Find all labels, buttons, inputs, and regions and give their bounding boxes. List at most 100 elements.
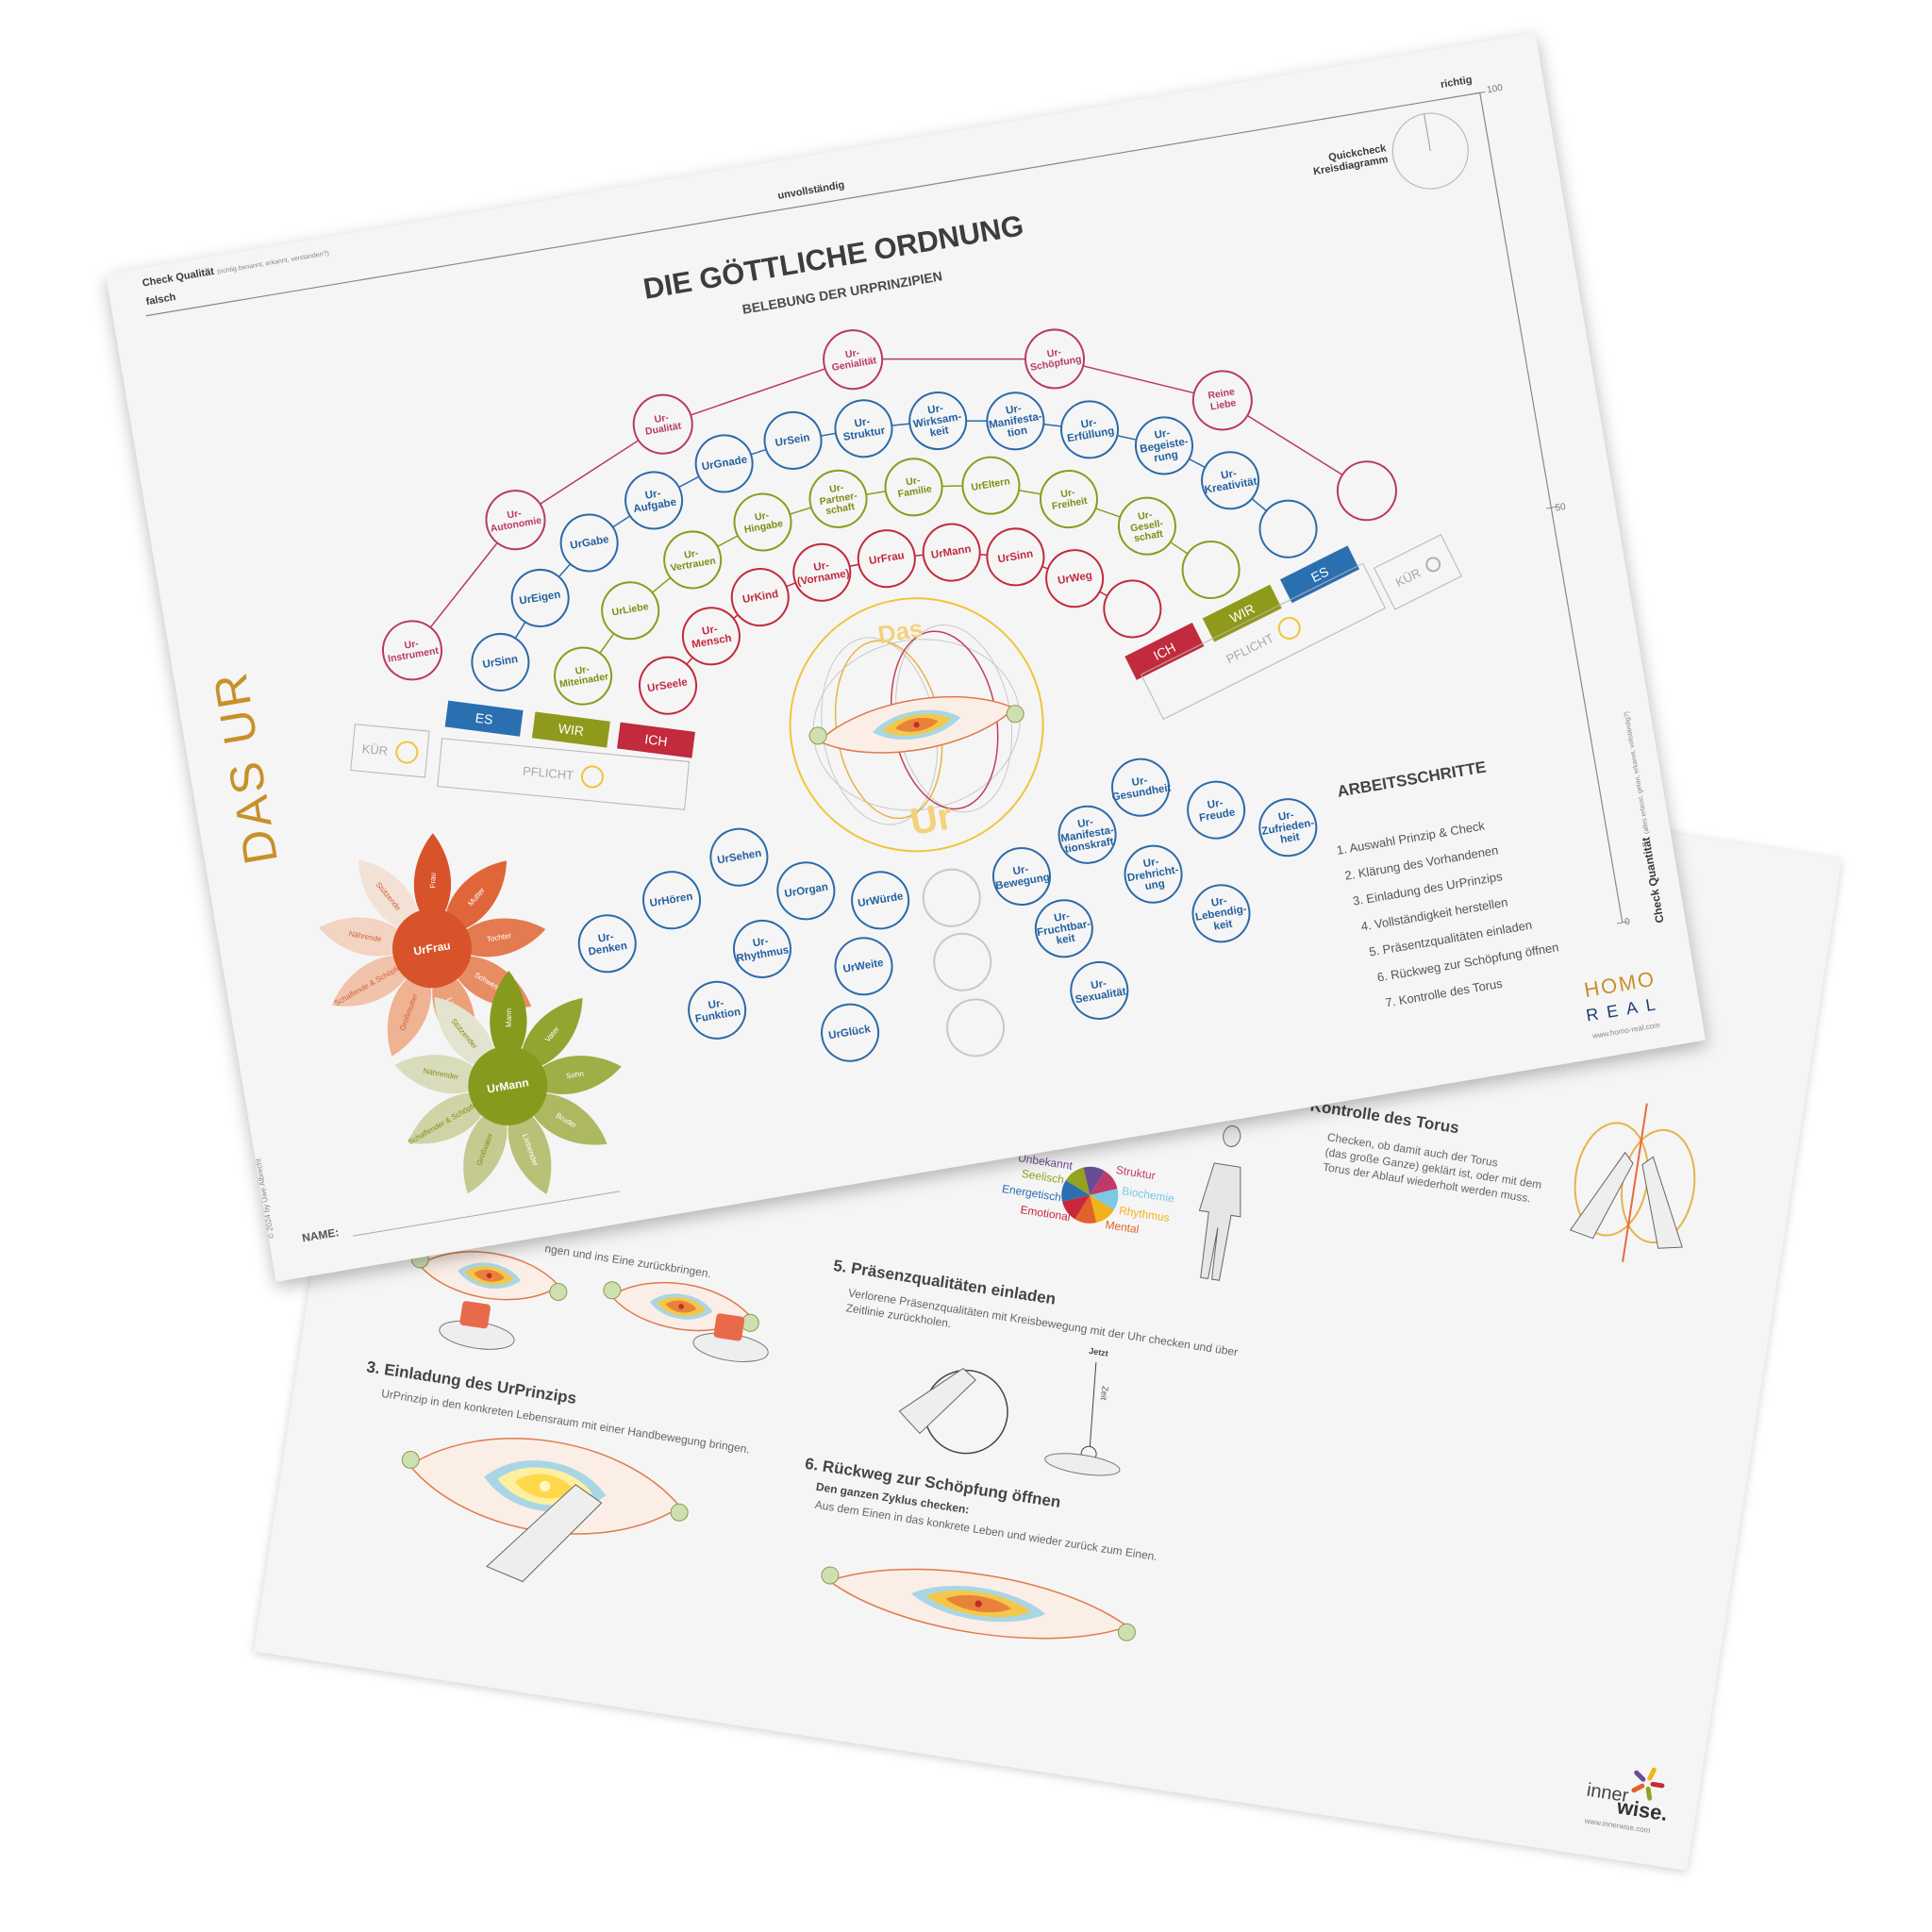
innerwise-star-icon bbox=[1647, 1767, 1657, 1781]
petal-label: Tochter bbox=[487, 931, 513, 943]
scale-0: 0 bbox=[1624, 917, 1631, 928]
petal-shape bbox=[358, 859, 421, 935]
pflicht-ring-icon bbox=[580, 764, 606, 790]
center-label-ur: Ur bbox=[907, 795, 956, 843]
scale-tick bbox=[1616, 921, 1628, 924]
torus-outer-ring bbox=[789, 596, 1044, 852]
quality-pie-slice bbox=[1090, 1188, 1119, 1210]
flower-center bbox=[392, 908, 473, 989]
connector-line-green bbox=[582, 484, 1212, 677]
petal: Mutter bbox=[444, 860, 508, 935]
pflicht-ring-icon bbox=[1274, 612, 1305, 644]
scale-tick bbox=[1545, 506, 1557, 509]
petal: Großmutter bbox=[388, 966, 432, 1057]
quality-pie-slice bbox=[1074, 1194, 1097, 1224]
cards-icon bbox=[459, 1301, 491, 1329]
spiral-icon bbox=[401, 1451, 420, 1470]
flower-urfrau-graphic: FrauMutterTochterSchwesterLiebendeGroßmu… bbox=[319, 833, 546, 1058]
innerwise-star-icon bbox=[1650, 1781, 1665, 1789]
innerwise-star-icon bbox=[1645, 1786, 1653, 1801]
spiral-icon bbox=[549, 1282, 568, 1301]
petal-shape bbox=[388, 966, 432, 1057]
left-kuer-label: KÜR bbox=[361, 741, 390, 758]
petal-shape bbox=[332, 956, 416, 1007]
flower-center bbox=[468, 1046, 548, 1126]
torus-eye-icon bbox=[808, 695, 1024, 754]
human-figure-icon bbox=[1198, 1125, 1241, 1281]
petal-shape bbox=[394, 1055, 490, 1094]
petal-shape bbox=[444, 860, 508, 935]
petal: Stützender bbox=[434, 997, 496, 1072]
left-kuer-box: KÜR bbox=[350, 723, 430, 778]
spiral-icon bbox=[670, 1503, 689, 1522]
back-illustrations bbox=[401, 1103, 1696, 1801]
petal-shape bbox=[463, 1104, 508, 1194]
petal: Bruder bbox=[524, 1093, 608, 1145]
back-sheet: ngen und ins Eine zurückbringen. 3. Einl… bbox=[253, 640, 1842, 1872]
cards-icon bbox=[713, 1313, 745, 1341]
flower-urmann-graphic: MannVaterSohnBruderLiebenderGroßvaterSch… bbox=[394, 971, 622, 1195]
eye-illustration bbox=[410, 1250, 568, 1301]
spiral-icon bbox=[1117, 1623, 1136, 1641]
timeline-line bbox=[1089, 1362, 1097, 1447]
flower-urfrau: FrauMutterTochterSchwesterLiebendeGroßmu… bbox=[291, 808, 574, 1091]
hand-icon bbox=[898, 1367, 977, 1435]
petal: Vater bbox=[520, 998, 583, 1073]
hand-icon bbox=[1044, 1453, 1121, 1476]
petal: Sohn bbox=[526, 1056, 622, 1095]
eye-core bbox=[486, 1273, 492, 1279]
petal-shape bbox=[434, 997, 496, 1072]
kuer-ring-icon bbox=[1423, 554, 1443, 575]
petal: Mann bbox=[490, 971, 527, 1068]
quality-pie-slice bbox=[1083, 1166, 1106, 1195]
spiral-icon bbox=[1006, 704, 1024, 723]
torus-icon bbox=[789, 596, 1044, 852]
innerwise-star-icon bbox=[1631, 1783, 1645, 1793]
petal-label: Sohn bbox=[565, 1070, 584, 1081]
petal: Frau bbox=[414, 833, 452, 930]
eye-illustration bbox=[821, 1566, 1136, 1641]
front-sheet: Check Qualität (richtig benannt, erkannt… bbox=[106, 32, 1707, 1282]
petal-shape bbox=[414, 833, 452, 930]
quality-pie-slice bbox=[1061, 1180, 1091, 1202]
scale-tick bbox=[1474, 91, 1486, 94]
petal-shape bbox=[319, 917, 414, 957]
petal: Nährender bbox=[394, 1055, 490, 1094]
petal-shape bbox=[490, 971, 527, 1068]
petal-label: Frau bbox=[429, 873, 438, 889]
right-kuer-label: KÜR bbox=[1392, 564, 1424, 590]
quickcheck-pie-icon bbox=[1391, 112, 1469, 190]
torus-axis bbox=[1622, 1103, 1648, 1262]
eye-core bbox=[678, 1304, 684, 1309]
spiral-icon bbox=[821, 1566, 840, 1585]
petal: Nährende bbox=[319, 917, 414, 957]
left-pflicht-label: PFLICHT bbox=[522, 762, 575, 782]
innerwise-star-icon bbox=[1634, 1770, 1646, 1782]
petal-shape bbox=[508, 1104, 552, 1195]
eye-core bbox=[974, 1600, 982, 1607]
kuer-ring-icon bbox=[394, 740, 420, 765]
petal-shape bbox=[450, 918, 546, 958]
quality-pie-slice bbox=[1062, 1194, 1091, 1220]
petal: Liebender bbox=[508, 1104, 552, 1195]
quality-pie-slice bbox=[1090, 1171, 1118, 1195]
scale-50: 50 bbox=[1554, 501, 1567, 514]
eye-core bbox=[540, 1480, 551, 1491]
quickcheck-pie-pointer bbox=[1424, 113, 1431, 152]
petal-shape bbox=[408, 1092, 491, 1144]
steps-list: 1. Auswahl Prinzip & Check 2. Klärung de… bbox=[1335, 804, 1566, 1020]
petal-shape bbox=[526, 1056, 622, 1095]
quality-pie-slice bbox=[1065, 1167, 1091, 1195]
petal-shape bbox=[520, 998, 583, 1073]
petal: Tochter bbox=[450, 918, 546, 958]
hand-icon bbox=[486, 1484, 603, 1583]
eye-core bbox=[913, 721, 920, 728]
hands-icon bbox=[1569, 1151, 1683, 1249]
petal: Stützende bbox=[358, 859, 421, 935]
petal-label: Mann bbox=[505, 1008, 513, 1027]
spiral-icon bbox=[603, 1281, 622, 1300]
center-torus bbox=[754, 561, 1080, 888]
flower-center-label: UrFrau bbox=[413, 939, 452, 958]
petal-shape bbox=[524, 1093, 608, 1145]
